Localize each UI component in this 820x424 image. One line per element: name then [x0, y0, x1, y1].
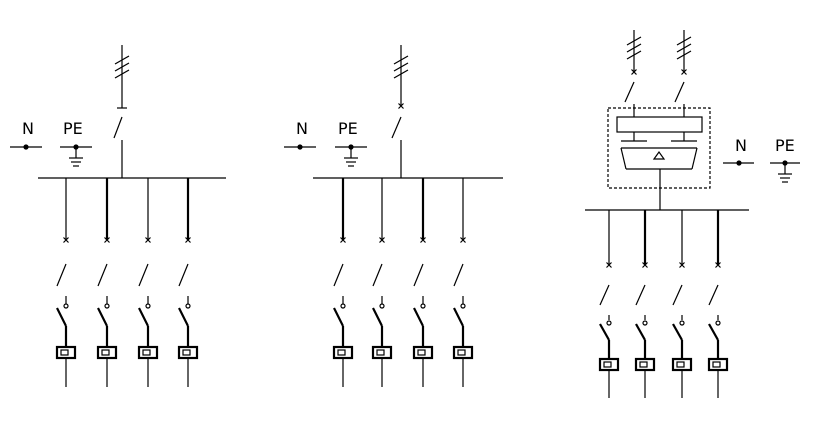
pe-earth-symbol-1	[60, 144, 92, 167]
feeder-2-3	[412, 178, 434, 387]
n-terminal-3	[723, 160, 754, 166]
pe-earth-symbol-2	[335, 144, 367, 167]
panel-1: N PE	[10, 45, 226, 387]
n-terminal-2	[284, 144, 316, 150]
feeder-2-1	[332, 178, 354, 387]
incoming-supply-3b	[674, 30, 692, 117]
n-label-3: N	[735, 136, 747, 155]
n-label-1: N	[22, 119, 34, 138]
n-label-2: N	[296, 119, 308, 138]
feeder-2-4	[452, 178, 474, 387]
incoming-breaker-2	[391, 45, 409, 178]
panel-2: N PE	[284, 45, 503, 387]
incoming-isolator-1	[113, 45, 130, 178]
pe-earth-symbol-3	[770, 160, 800, 183]
feeder-3-4	[707, 210, 729, 398]
feeder-3-3	[671, 210, 693, 398]
feeder-3-2	[634, 210, 656, 398]
feeder-1-3	[137, 178, 159, 387]
pe-label-2: PE	[338, 119, 358, 138]
panel-3: N PE	[585, 30, 800, 398]
pe-label-1: PE	[63, 119, 83, 138]
ats-unit	[607, 107, 711, 210]
feeder-1-4	[177, 178, 199, 387]
feeder-2-2	[371, 178, 393, 387]
feeder-3-1	[598, 210, 620, 398]
n-terminal-1	[10, 144, 42, 150]
pe-label-3: PE	[775, 136, 795, 155]
incoming-supply-3a	[624, 30, 642, 117]
feeder-1-2	[96, 178, 118, 387]
feeder-1-1	[55, 178, 77, 387]
